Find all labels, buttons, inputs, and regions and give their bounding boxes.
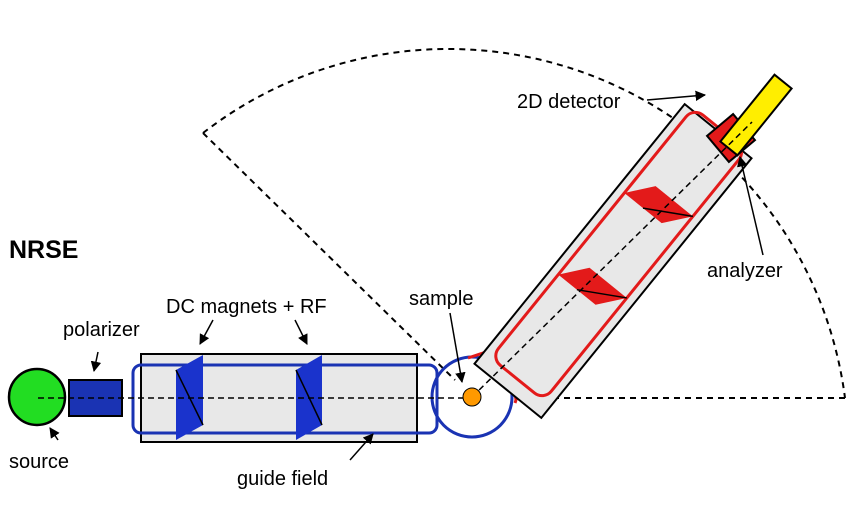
analyzer-pointer [737,155,764,256]
sample-label: sample [409,288,473,310]
polarizer-label: polarizer [63,319,140,341]
sample-dot [462,387,482,407]
analyzer-label: analyzer [707,260,783,282]
detector-pointer [646,90,707,102]
guide-field-label: guide field [237,468,328,490]
source-pointer [49,427,60,441]
beam-path-scattered [471,121,753,398]
dc-magnet-3 [558,267,627,305]
polarizer-block [68,379,123,417]
polarizer-pointer [90,351,102,373]
detector-label: 2D detector [517,91,621,113]
diagram-title: NRSE [9,236,78,264]
scattering-range-arc [202,47,846,399]
source-label: source [9,451,69,473]
source-circle [7,367,67,427]
magnet-1-pointer [199,319,214,345]
dc-magnets-label: DC magnets + RF [166,296,327,318]
guide-field-coil [131,363,439,435]
dc-magnet-4 [624,186,694,224]
scattering-boundary-line [202,132,456,381]
magnet-2-pointer [294,319,308,345]
guide-field-pointer [349,433,374,461]
sample-pointer [449,312,466,384]
